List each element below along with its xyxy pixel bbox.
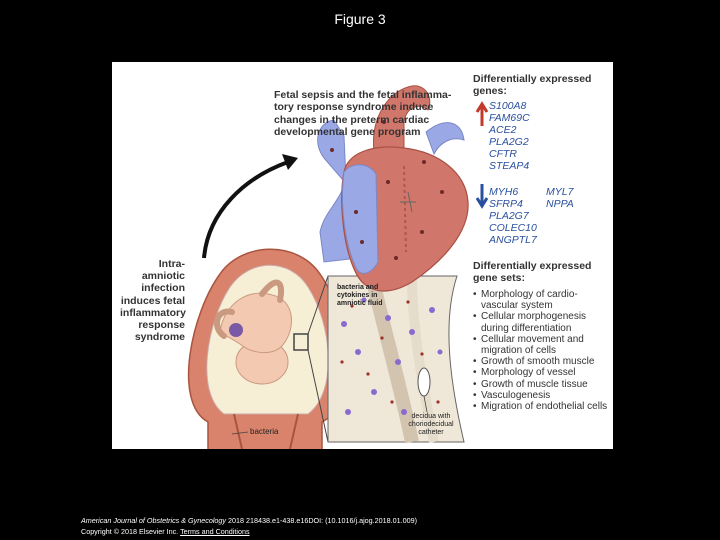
transition-arrow: [202, 160, 289, 259]
gene-set-item: Cellular movement and migration of cells: [473, 334, 613, 356]
heart-right-chamber: [342, 164, 379, 274]
copyright-text: Copyright © 2018 Elsevier Inc.: [81, 527, 181, 536]
gene-set-item: Morphology of vessel: [473, 367, 613, 378]
bacteria-label: bacteria: [250, 427, 279, 436]
intra-amniotic-label: Intra-amniotic infection induces fetal i…: [120, 258, 186, 344]
decidua-label: decidua with choriodecidual catheter: [408, 413, 454, 436]
fetal-sepsis-heading: Fetal sepsis and the fetal inflamma-tory…: [274, 89, 452, 138]
fetal-heart: [229, 323, 243, 337]
terms-link[interactable]: Terms and Conditions: [180, 527, 250, 536]
cervix: [233, 413, 299, 449]
diff-genes-heading: Differentially expressed genes:: [473, 73, 592, 97]
zoom-box-small: [293, 333, 309, 351]
journal-name: American Journal of Obstetrics & Gynecol…: [81, 516, 227, 525]
gene-set-item: Growth of smooth muscle: [473, 356, 613, 367]
page-title: Figure 3: [334, 11, 386, 27]
down-genes-list: MYH6 SFRP4 PLA2G7 COLEC10 ANGPTL7: [489, 186, 549, 246]
gene-sets-list: Morphology of cardio-vascular system Cel…: [473, 289, 613, 412]
gene: PLA2G7: [489, 210, 529, 222]
citation-ref: 2018 218438.e1-438.e16DOI: (10.1016/j.aj…: [226, 516, 418, 525]
up-arrow: [475, 101, 489, 126]
heart-cell-dots: [330, 120, 444, 260]
gene: ANGPTL7: [489, 234, 537, 246]
gene: ACE2: [489, 124, 517, 136]
figure-illustration: [187, 85, 489, 449]
citation: American Journal of Obstetrics & Gynecol…: [81, 515, 417, 537]
gene-set-item: Growth of muscle tissue: [473, 379, 613, 390]
gene: PLA2G2: [489, 136, 529, 148]
gene-set-item: Cellular morphogenesis during differenti…: [473, 311, 613, 333]
gene: SFRP4: [489, 198, 523, 210]
catheter: [417, 367, 431, 397]
gene: MYH6: [489, 186, 519, 198]
gene: MYL7: [546, 186, 574, 198]
fetus-limbs: [214, 279, 284, 339]
up-genes-list: S100A8 FAM69C ACE2 PLA2G2 CFTR STEAP4: [489, 100, 609, 172]
bacteria-cytokines-label: bacteria and cytokines in amniotic fluid: [337, 284, 383, 307]
tissue-layer: [365, 274, 419, 444]
figure-panel: Fetal sepsis and the fetal inflamma-tory…: [112, 62, 613, 449]
cytokine-dots: [340, 300, 440, 404]
gene: NPPA: [546, 198, 574, 210]
heart-pulmonary: [425, 122, 465, 156]
gene-sets-heading: Differentially expressed gene sets:: [473, 260, 592, 284]
heart-aorta: [372, 85, 431, 153]
heart-septum: [403, 165, 407, 253]
gene: STEAP4: [489, 160, 530, 172]
copyright-line: Copyright © 2018 Elsevier Inc. Terms and…: [81, 526, 417, 537]
gene: COLEC10: [489, 222, 537, 234]
down-genes-list-2: MYL7 NPPA: [546, 186, 606, 210]
fetus-body: [219, 292, 292, 353]
gene-set-item: Vasculogenesis: [473, 390, 613, 401]
gene-set-item: Morphology of cardio-vascular system: [473, 289, 613, 311]
gene: FAM69C: [489, 112, 530, 124]
gene: S100A8: [489, 100, 527, 112]
gene: CFTR: [489, 148, 517, 160]
bacteria-dots: [341, 297, 443, 415]
down-arrow: [475, 184, 489, 209]
citation-ref-line: American Journal of Obstetrics & Gynecol…: [81, 515, 417, 526]
gene-set-item: Migration of endothelial cells: [473, 401, 613, 412]
